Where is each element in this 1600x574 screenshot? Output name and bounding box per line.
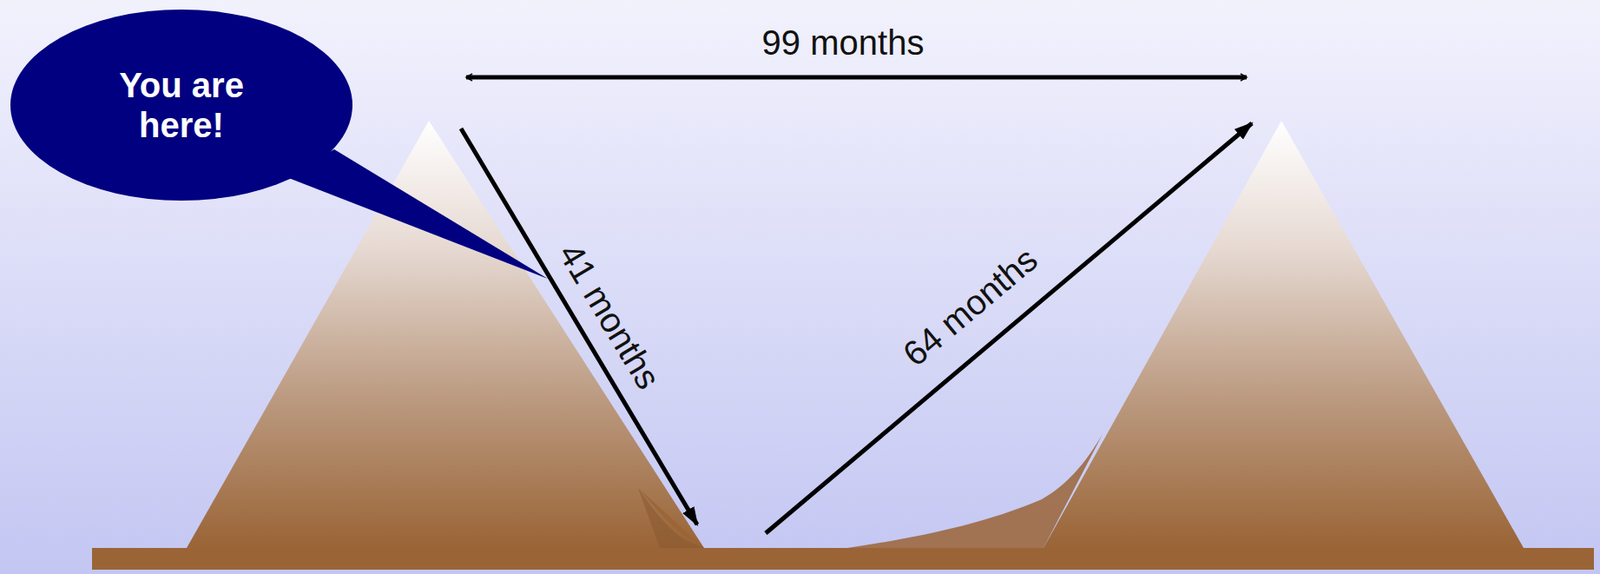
duration-label: 99 months xyxy=(762,22,925,63)
valley-ground xyxy=(638,434,1103,548)
bubble-tail xyxy=(286,149,548,279)
descent-arrow xyxy=(460,128,698,525)
bubble-ellipse xyxy=(10,9,353,201)
ascent-arrow xyxy=(765,123,1252,534)
right-mountain xyxy=(1043,120,1524,548)
ground-bar xyxy=(92,547,1594,570)
span-arrow xyxy=(466,75,1247,80)
bubble-outline xyxy=(10,9,353,201)
bubble-text: You are here! xyxy=(90,65,273,145)
speech-bubble: You are here! xyxy=(10,9,353,201)
